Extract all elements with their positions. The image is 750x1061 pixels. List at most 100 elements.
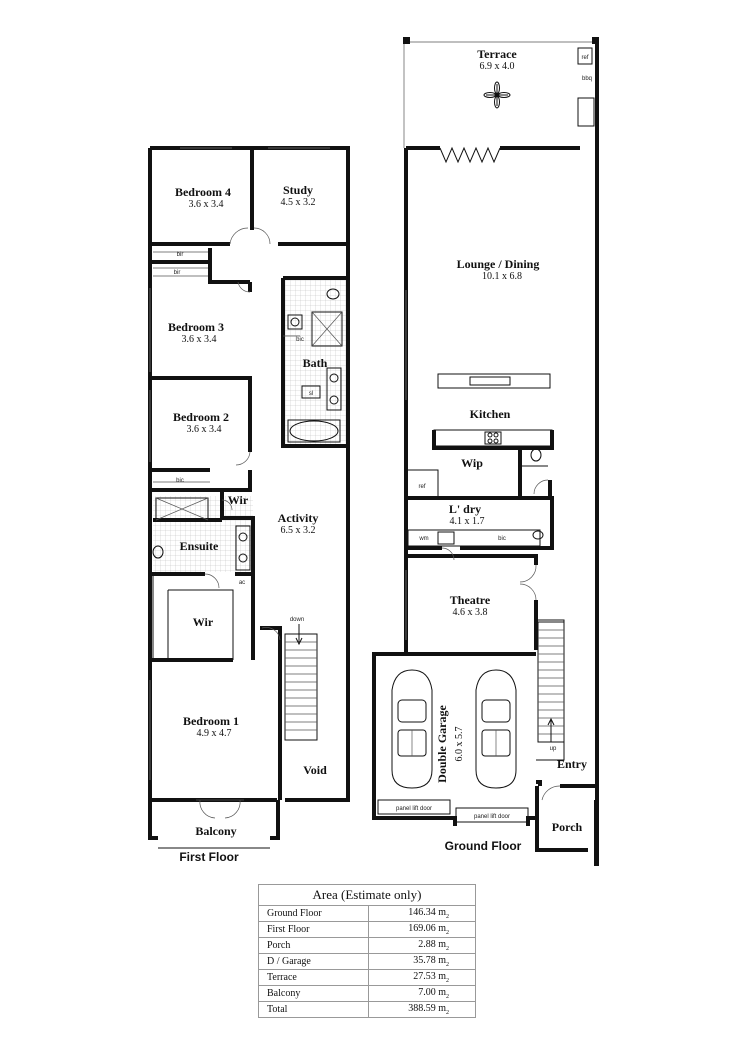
room-wip-name: Wip xyxy=(461,456,483,470)
bathtub xyxy=(289,420,339,442)
label-bic-bed2: bic xyxy=(176,478,184,484)
room-laundry-name: L' dry xyxy=(449,502,481,516)
table-row: Ground Floor 146.34 m2 xyxy=(258,905,477,922)
room-bedroom2-name: Bedroom 2 xyxy=(173,410,229,424)
area-unit: m xyxy=(438,1003,446,1014)
area-unit: m xyxy=(438,923,446,934)
room-garage-dim: 6.0 x 5.7 xyxy=(454,727,465,762)
label-panel-lift-door-2: panel lift door xyxy=(474,814,510,820)
room-ensuite-name: Ensuite xyxy=(180,539,219,553)
area-row-value: 7.00 xyxy=(418,987,436,998)
area-table: Area (Estimate only) Ground Floor 146.34… xyxy=(258,884,477,1018)
first-floor-label: First Floor xyxy=(179,850,239,864)
area-row-value: 35.78 xyxy=(413,955,436,966)
table-row: First Floor 169.06 m2 xyxy=(258,921,477,938)
room-laundry-dim: 4.1 x 1.7 xyxy=(450,516,485,527)
area-unit-sup: 2 xyxy=(446,994,449,1000)
label-sl: sl xyxy=(309,391,313,397)
room-bedroom3-name: Bedroom 3 xyxy=(168,320,224,334)
room-balcony-name: Balcony xyxy=(195,824,236,838)
room-bath-name: Bath xyxy=(303,356,328,370)
room-activity-name: Activity xyxy=(278,511,319,525)
area-unit-sup: 2 xyxy=(446,946,449,952)
room-porch-name: Porch xyxy=(552,820,583,834)
stairs-ground-floor xyxy=(537,621,565,743)
area-row-value: 27.53 xyxy=(413,971,436,982)
label-bir-1: bir xyxy=(177,252,184,258)
area-unit: m xyxy=(438,955,446,966)
area-unit-sup: 2 xyxy=(446,978,449,984)
label-down: down xyxy=(290,617,304,623)
ground-floor-label: Ground Floor xyxy=(445,839,522,853)
area-row-label: Ground Floor xyxy=(258,905,369,922)
garage-door-2 xyxy=(455,807,529,823)
area-row-label: Total xyxy=(258,1001,369,1018)
room-terrace-dim: 6.9 x 4.0 xyxy=(480,61,515,72)
table-row: Porch 2.88 m2 xyxy=(258,937,477,954)
area-row-value: 2.88 xyxy=(418,939,436,950)
car-icon xyxy=(391,669,433,789)
room-void-name: Void xyxy=(303,763,327,777)
room-lounge-dim: 10.1 x 6.8 xyxy=(482,271,522,282)
room-bedroom4-name: Bedroom 4 xyxy=(175,185,231,199)
label-bic-ldry: bic xyxy=(498,536,506,542)
area-row-label: Balcony xyxy=(258,985,369,1002)
garage-door-1 xyxy=(377,799,451,815)
label-bir-2: bir xyxy=(174,270,181,276)
area-unit: m xyxy=(438,971,446,982)
area-unit-sup: 2 xyxy=(446,1010,449,1016)
ensuite-tiles xyxy=(153,496,253,572)
area-unit-sup: 2 xyxy=(446,914,449,920)
area-table-body: Ground Floor 146.34 m2 First Floor 169.0… xyxy=(258,905,477,1018)
shower xyxy=(311,311,343,347)
label-ref-kitchen: ref xyxy=(418,484,425,490)
area-row-label: D / Garage xyxy=(258,953,369,970)
room-bedroom2-dim: 3.6 x 3.4 xyxy=(187,424,222,435)
area-unit: m xyxy=(438,907,446,918)
label-panel-lift-door-1: panel lift door xyxy=(396,806,432,812)
car-icon xyxy=(475,669,517,789)
area-row-label: First Floor xyxy=(258,921,369,938)
area-row-value: 388.59 xyxy=(408,1003,436,1014)
floor-plan-drawing: Bedroom 4 3.6 x 3.4 Study 4.5 x 3.2 bir … xyxy=(148,37,599,866)
first-floor-plan: Bedroom 4 3.6 x 3.4 Study 4.5 x 3.2 bir … xyxy=(148,146,350,864)
room-garage-name: Double Garage xyxy=(435,705,449,783)
ceiling-fan-icon xyxy=(486,84,508,106)
kitchen-island xyxy=(437,373,551,389)
area-row-value: 169.06 xyxy=(408,923,436,934)
room-bedroom4-dim: 3.6 x 3.4 xyxy=(189,199,224,210)
room-lounge-name: Lounge / Dining xyxy=(457,257,540,271)
first-floor-interior-walls xyxy=(150,148,348,800)
area-unit-sup: 2 xyxy=(446,962,449,968)
table-row: Terrace 27.53 m2 xyxy=(258,969,477,986)
room-theatre-dim: 4.6 x 3.8 xyxy=(453,607,488,618)
area-unit: m xyxy=(438,987,446,998)
label-bbq: bbq xyxy=(582,76,592,82)
room-study-name: Study xyxy=(283,183,313,197)
table-row: D / Garage 35.78 m2 xyxy=(258,953,477,970)
room-wir-name: Wir xyxy=(193,615,214,629)
label-ref-terrace: ref xyxy=(581,55,588,61)
room-activity-dim: 6.5 x 3.2 xyxy=(281,525,316,536)
room-study-dim: 4.5 x 3.2 xyxy=(281,197,316,208)
area-unit: m xyxy=(438,939,446,950)
area-row-label: Terrace xyxy=(258,969,369,986)
terrace-outline xyxy=(403,41,596,148)
stairs-first-floor xyxy=(284,624,318,741)
label-up: up xyxy=(550,746,557,752)
ground-floor-interior-walls xyxy=(406,430,597,788)
room-bedroom1-dim: 4.9 x 4.7 xyxy=(197,728,232,739)
label-ac: ac xyxy=(239,580,245,586)
folding-doors xyxy=(439,146,501,164)
room-entry-name: Entry xyxy=(557,757,587,771)
room-bedroom3-dim: 3.6 x 3.4 xyxy=(182,334,217,345)
area-row-value: 146.34 xyxy=(408,907,436,918)
bath-tiles xyxy=(283,280,347,446)
table-row: Total 388.59 m2 xyxy=(258,1001,477,1018)
room-bedroom1-name: Bedroom 1 xyxy=(183,714,239,728)
area-unit-sup: 2 xyxy=(446,930,449,936)
room-wir-small-name: Wir xyxy=(228,493,249,507)
label-wm: wm xyxy=(418,536,428,542)
ground-floor-plan: Terrace 6.9 x 4.0 ref bbq Lounge / Dinin… xyxy=(372,37,599,866)
room-kitchen-name: Kitchen xyxy=(470,407,511,421)
